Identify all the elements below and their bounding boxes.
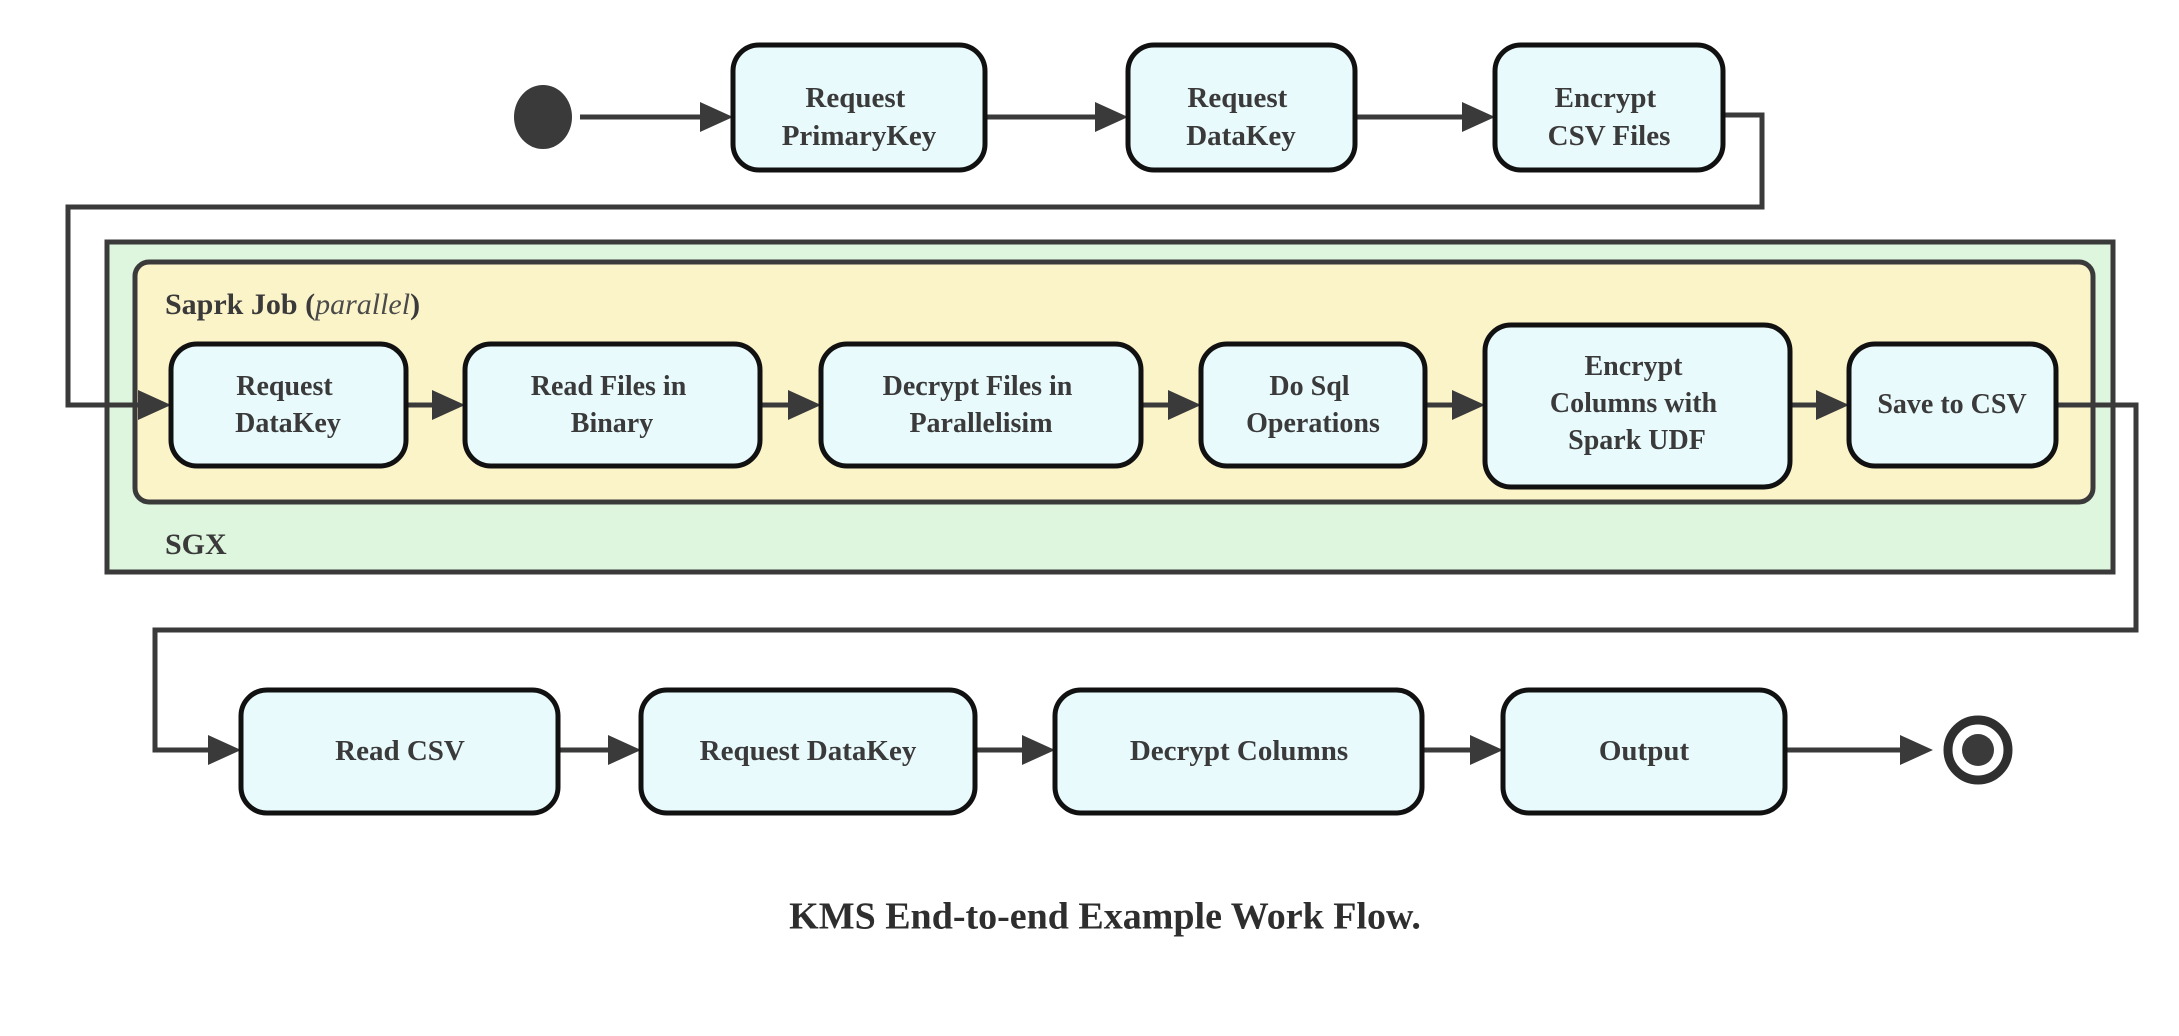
node-encrypt-columns-with-spark-udf-label: Encrypt Columns with Spark UDF: [1550, 351, 1724, 456]
node-read-files-in-binary-rect[interactable]: [462, 341, 763, 469]
arrowhead-output-to-end-state: [1900, 735, 1933, 765]
spark-job-label-main: Saprk Job: [165, 288, 298, 321]
node-request-primarykey-rect[interactable]: [730, 42, 988, 173]
node-do-sql-operations-rect[interactable]: [1198, 341, 1428, 469]
start-state-icon: [514, 85, 572, 149]
node-save-to-csv-rect[interactable]: [1846, 341, 2059, 469]
node-output-rect[interactable]: [1500, 687, 1788, 816]
arrowhead-spark-datakey-to-read-binary: [432, 390, 465, 420]
arrowhead-encrypt-csv-to-spark-datakey: [138, 390, 171, 420]
node-read-files-in-binary[interactable]: Read Files in Binary: [462, 341, 763, 469]
node-decrypt-files-in-parallelisim-label: Decrypt Files in Parallelisim: [883, 371, 1080, 439]
arrowhead-do-sql-to-encrypt-columns: [1452, 390, 1485, 420]
spark-job-label-modifier: parallel: [313, 288, 410, 321]
node-decrypt-files-in-parallelisim-rect[interactable]: [818, 341, 1144, 469]
node-output-label: Output: [1599, 735, 1690, 767]
spark-job-label-paren-open: (: [305, 288, 315, 321]
node-request-primarykey-label: Request PrimaryKey: [782, 82, 937, 152]
diagram-caption: KMS End-to-end Example Work Flow.: [789, 896, 1421, 938]
node-request-datakey-top-rect[interactable]: [1125, 42, 1358, 173]
edge-encrypt-csv-to-spark-datakey: [65, 112, 1765, 408]
node-read-csv-rect[interactable]: [238, 687, 561, 816]
arrowhead-start-to-request-primarykey: [700, 102, 733, 132]
node-request-datakey-bottom-label: Request DataKey: [700, 735, 917, 767]
arrowhead-read-binary-to-decrypt-parallel: [788, 390, 821, 420]
node-do-sql-operations[interactable]: Do Sql Operations: [1198, 341, 1428, 469]
arrowhead-save-csv-to-read-csv: [208, 735, 241, 765]
node-request-datakey-bottom-rect[interactable]: [638, 687, 978, 816]
node-request-datakey-top[interactable]: Request DataKey: [1125, 42, 1358, 173]
node-output[interactable]: Output: [1500, 687, 1788, 816]
node-save-to-csv[interactable]: Save to CSV: [1846, 341, 2059, 469]
node-read-csv[interactable]: Read CSV: [238, 687, 561, 816]
node-decrypt-files-in-parallelisim[interactable]: Decrypt Files in Parallelisim: [818, 341, 1144, 469]
spark-job-label: Saprk Job (parallel): [165, 288, 420, 321]
sgx-label: SGX: [165, 528, 227, 561]
node-read-csv-label: Read CSV: [335, 735, 465, 767]
arrowhead-request-datakey-bottom-to-decrypt-columns: [1022, 735, 1055, 765]
edge-save-csv-to-read-csv: [152, 402, 2139, 753]
end-state-icon: [1943, 715, 2013, 785]
node-request-datakey-spark[interactable]: Request DataKey: [168, 341, 409, 469]
node-encrypt-csv-files[interactable]: Encrypt CSV Files: [1492, 42, 1726, 173]
arrowhead-decrypt-columns-to-output: [1470, 735, 1503, 765]
arrowhead-decrypt-parallel-to-do-sql: [1168, 390, 1201, 420]
node-request-primarykey[interactable]: Request PrimaryKey: [730, 42, 988, 173]
node-do-sql-operations-label: Do Sql Operations: [1246, 371, 1380, 439]
end-state-outer-ring: [1943, 715, 2013, 785]
edges-layer: [65, 102, 2139, 765]
end-state-inner-dot: [1962, 734, 1994, 766]
node-encrypt-columns-with-spark-udf-rect[interactable]: [1482, 322, 1793, 490]
node-decrypt-columns-rect[interactable]: [1052, 687, 1425, 816]
node-encrypt-columns-with-spark-udf[interactable]: Encrypt Columns with Spark UDF: [1482, 322, 1793, 490]
node-decrypt-columns-label: Decrypt Columns: [1130, 735, 1348, 767]
arrowhead-primarykey-to-datakey: [1095, 102, 1128, 132]
arrowhead-datakey-to-encrypt-csv: [1462, 102, 1495, 132]
node-request-datakey-bottom[interactable]: Request DataKey: [638, 687, 978, 816]
node-read-files-in-binary-label: Read Files in Binary: [531, 371, 694, 439]
spark-job-label-paren-close: ): [410, 288, 420, 321]
node-decrypt-columns[interactable]: Decrypt Columns: [1052, 687, 1425, 816]
node-request-datakey-top-label: Request DataKey: [1186, 82, 1296, 152]
node-encrypt-csv-files-rect[interactable]: [1492, 42, 1726, 173]
node-save-to-csv-label: Save to CSV: [1877, 389, 2026, 420]
node-encrypt-csv-files-label: Encrypt CSV Files: [1548, 82, 1671, 152]
node-request-datakey-spark-label: Request DataKey: [235, 371, 341, 439]
arrowhead-encrypt-columns-to-save-csv: [1816, 390, 1849, 420]
node-request-datakey-spark-rect[interactable]: [168, 341, 409, 469]
arrowhead-read-csv-to-request-datakey-bottom: [608, 735, 641, 765]
